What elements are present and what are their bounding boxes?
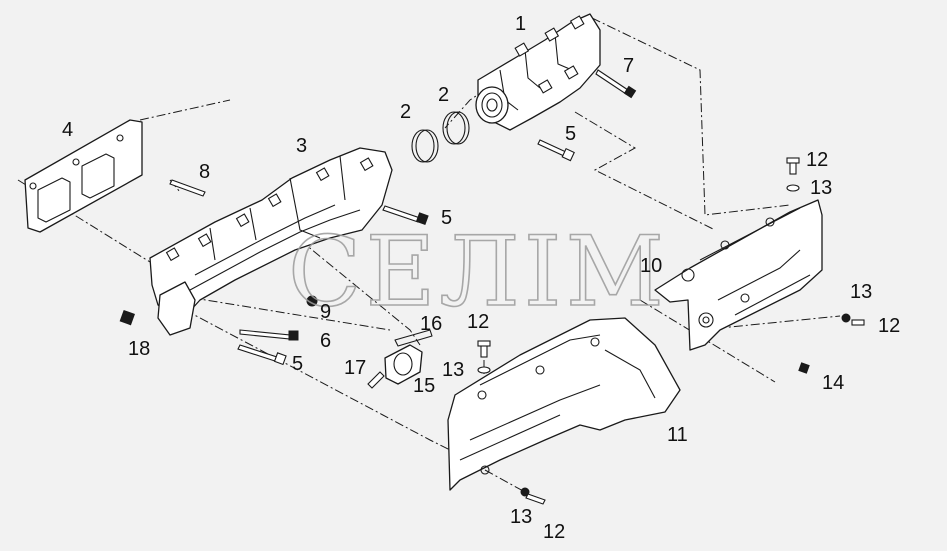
fasteners bbox=[119, 69, 865, 505]
callout-4: 4 bbox=[62, 119, 73, 141]
lower-heat-shield bbox=[447, 317, 681, 491]
gasket bbox=[24, 119, 143, 233]
callout-8: 8 bbox=[199, 161, 210, 183]
callout-15: 15 bbox=[413, 375, 435, 397]
callout-6: 6 bbox=[320, 330, 331, 352]
callout-2: 2 bbox=[438, 84, 449, 106]
callout-1: 1 bbox=[515, 13, 526, 35]
callout-12: 12 bbox=[878, 315, 900, 337]
upper-heat-shield bbox=[654, 199, 823, 351]
callout-9: 9 bbox=[320, 301, 331, 323]
seal-rings bbox=[411, 111, 470, 163]
callout-10: 10 bbox=[640, 255, 662, 277]
callout-13: 13 bbox=[810, 177, 832, 199]
turbine-housing bbox=[475, 13, 601, 131]
callout-5: 5 bbox=[292, 353, 303, 375]
callout-12: 12 bbox=[467, 311, 489, 333]
callout-12: 12 bbox=[543, 521, 565, 543]
callout-7: 7 bbox=[623, 55, 634, 77]
callout-3: 3 bbox=[296, 135, 307, 157]
callout-labels: 1 2 2 3 4 5 5 5 6 7 8 9 10 11 12 12 12 1… bbox=[62, 13, 900, 543]
callout-2: 2 bbox=[400, 101, 411, 123]
callout-16: 16 bbox=[420, 313, 442, 335]
watermark: СЕЛІМ bbox=[288, 216, 668, 328]
exhaust-manifold bbox=[149, 147, 393, 336]
callout-18: 18 bbox=[128, 338, 150, 360]
callout-5: 5 bbox=[441, 207, 452, 229]
callout-13: 13 bbox=[510, 506, 532, 528]
callout-11: 11 bbox=[667, 424, 688, 446]
callout-17: 17 bbox=[344, 357, 366, 379]
callout-12: 12 bbox=[806, 149, 828, 171]
callout-14: 14 bbox=[822, 372, 844, 394]
callout-5: 5 bbox=[565, 123, 576, 145]
callout-13: 13 bbox=[442, 359, 464, 381]
callout-13: 13 bbox=[850, 281, 872, 303]
flange-assembly bbox=[367, 329, 433, 389]
